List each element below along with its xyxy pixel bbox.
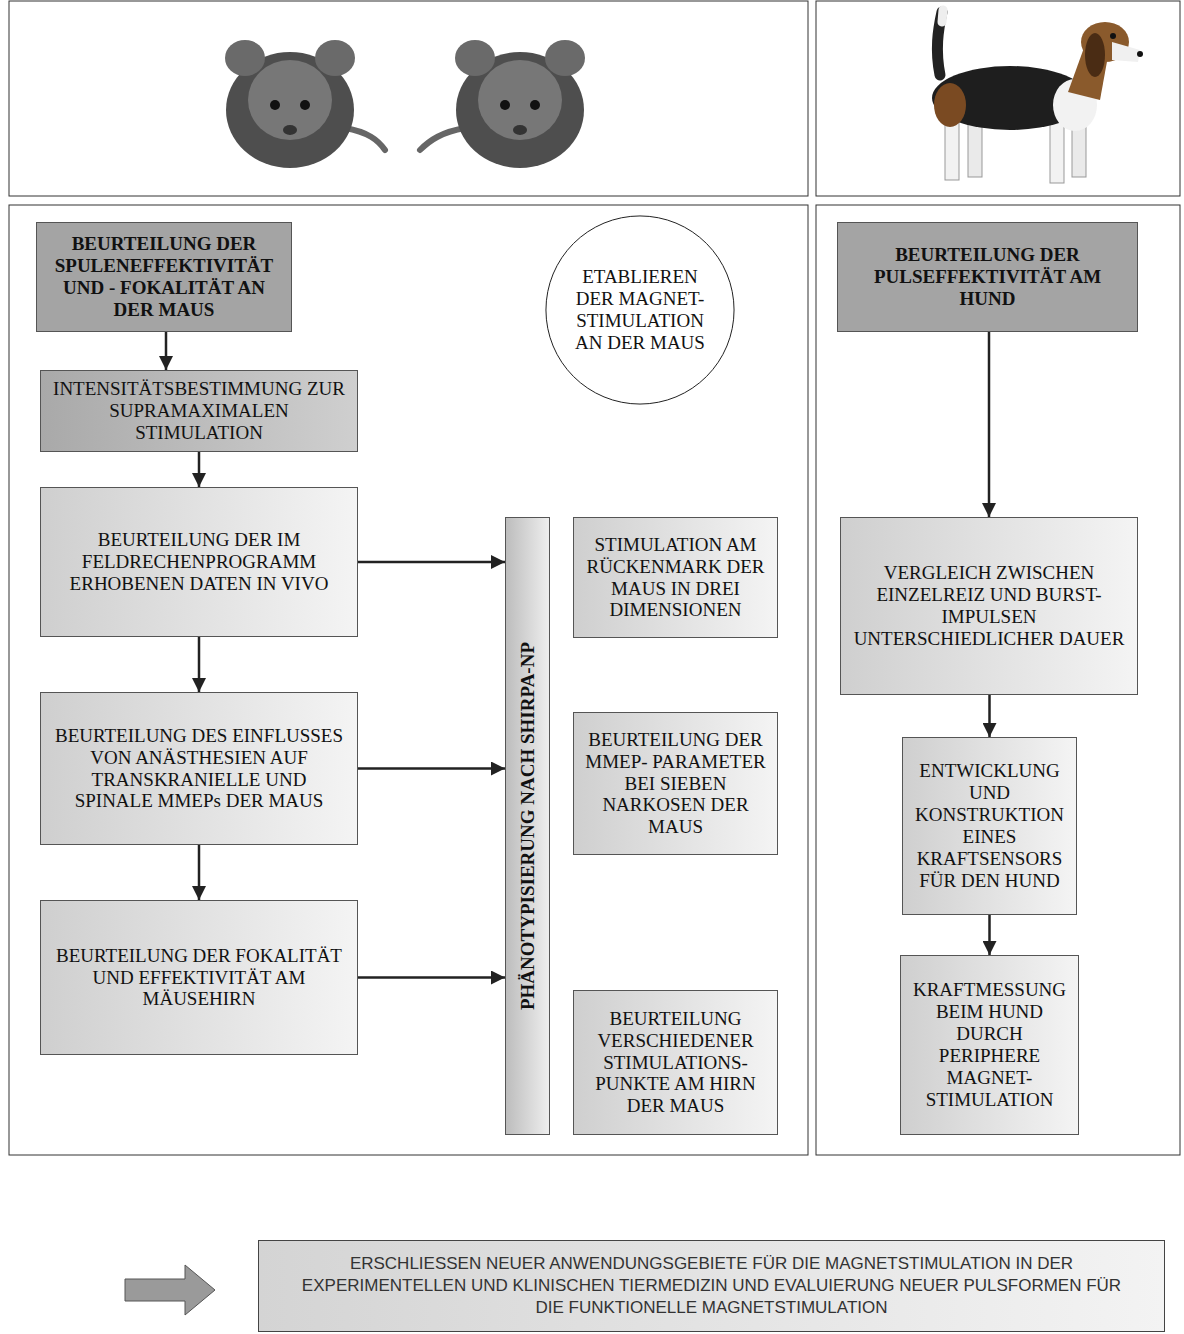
box-label: PHÄNOTYPISIERUNG NACH SHIRPA-NP: [517, 642, 539, 1010]
box-label: VERGLEICH ZWISCHEN EINZELREIZ UND BURST-…: [851, 562, 1127, 649]
box-label: BEURTEILUNG DER SPULENEFFEKTIVITÄT UND -…: [49, 233, 279, 320]
result-box: BEURTEILUNG VERSCHIEDENER STIMULATIONS- …: [573, 990, 778, 1135]
dog-picture: [932, 10, 1143, 183]
box-label: BEURTEILUNG DER PULSEFFEKTIVITÄT AM HUND: [850, 244, 1125, 310]
panel-frame: [9, 205, 808, 1155]
panel-frame: [816, 1, 1180, 196]
result-box: STIMULATION AM RÜCKENMARK DER MAUS IN DR…: [573, 517, 778, 638]
flow-arrow: [358, 561, 505, 564]
flow-arrow: [198, 637, 201, 692]
box-label: BEURTEILUNG DER FOKALITÄT UND EFFEKTIVIT…: [51, 945, 347, 1011]
panel-frame: [816, 205, 1180, 1155]
heading-box: BEURTEILUNG DER PULSEFFEKTIVITÄT AM HUND: [837, 222, 1138, 332]
circle-shape: [546, 216, 734, 404]
vertical-band: PHÄNOTYPISIERUNG NACH SHIRPA-NP: [505, 517, 550, 1135]
process-box: KRAFTMESSUNG BEIM HUND DURCH PERIPHERE M…: [900, 955, 1079, 1135]
box-label: ERSCHLIESSEN NEUER ANWENDUNGSGEBIETE FÜR…: [295, 1253, 1128, 1319]
flow-arrow: [358, 976, 505, 979]
box-label: BEURTEILUNG DER IM FELDRECHENPROGRAMM ER…: [51, 529, 347, 595]
mouse-picture: [225, 40, 385, 168]
flow-arrow: [198, 845, 201, 900]
flow-arrow: [988, 695, 991, 737]
flow-arrow: [988, 332, 991, 517]
circle-outline: [545, 215, 735, 405]
flow-arrow: [198, 452, 201, 487]
result-box: BEURTEILUNG DER MMEP- PARAMETER BEI SIEB…: [573, 712, 778, 855]
process-box: BEURTEILUNG DER IM FELDRECHENPROGRAMM ER…: [40, 487, 358, 637]
block-arrow: [125, 1265, 215, 1315]
panel-frame: [9, 1, 808, 196]
box-label: BEURTEILUNG VERSCHIEDENER STIMULATIONS- …: [584, 1008, 767, 1117]
process-box: VERGLEICH ZWISCHEN EINZELREIZ UND BURST-…: [840, 517, 1138, 695]
goal-circle: ETABLIEREN DER MAGNET- STIMULATION AN DE…: [545, 215, 735, 405]
conclusion-box: ERSCHLIESSEN NEUER ANWENDUNGSGEBIETE FÜR…: [258, 1240, 1165, 1332]
box-label: ETABLIEREN DER MAGNET- STIMULATION AN DE…: [565, 266, 715, 353]
flow-arrow: [165, 332, 168, 370]
mouse-picture: [420, 40, 585, 168]
box-label: BEURTEILUNG DER MMEP- PARAMETER BEI SIEB…: [584, 729, 767, 838]
process-box: INTENSITÄTSBESTIMMUNG ZUR SUPRAMAXIMALEN…: [40, 370, 358, 452]
flow-arrow: [988, 915, 991, 955]
heading-box: BEURTEILUNG DER SPULENEFFEKTIVITÄT UND -…: [36, 222, 292, 332]
box-label: INTENSITÄTSBESTIMMUNG ZUR SUPRAMAXIMALEN…: [49, 378, 349, 444]
box-label: BEURTEILUNG DES EINFLUSSES VON ANÄSTHESI…: [51, 725, 347, 812]
flow-arrow: [358, 767, 505, 770]
box-label: ENTWICKLUNG UND KONSTRUKTION EINES KRAFT…: [913, 760, 1066, 891]
process-box: BEURTEILUNG DES EINFLUSSES VON ANÄSTHESI…: [40, 692, 358, 845]
box-label: STIMULATION AM RÜCKENMARK DER MAUS IN DR…: [584, 534, 767, 621]
process-box: ENTWICKLUNG UND KONSTRUKTION EINES KRAFT…: [902, 737, 1077, 915]
box-label: KRAFTMESSUNG BEIM HUND DURCH PERIPHERE M…: [911, 979, 1068, 1110]
process-box: BEURTEILUNG DER FOKALITÄT UND EFFEKTIVIT…: [40, 900, 358, 1055]
